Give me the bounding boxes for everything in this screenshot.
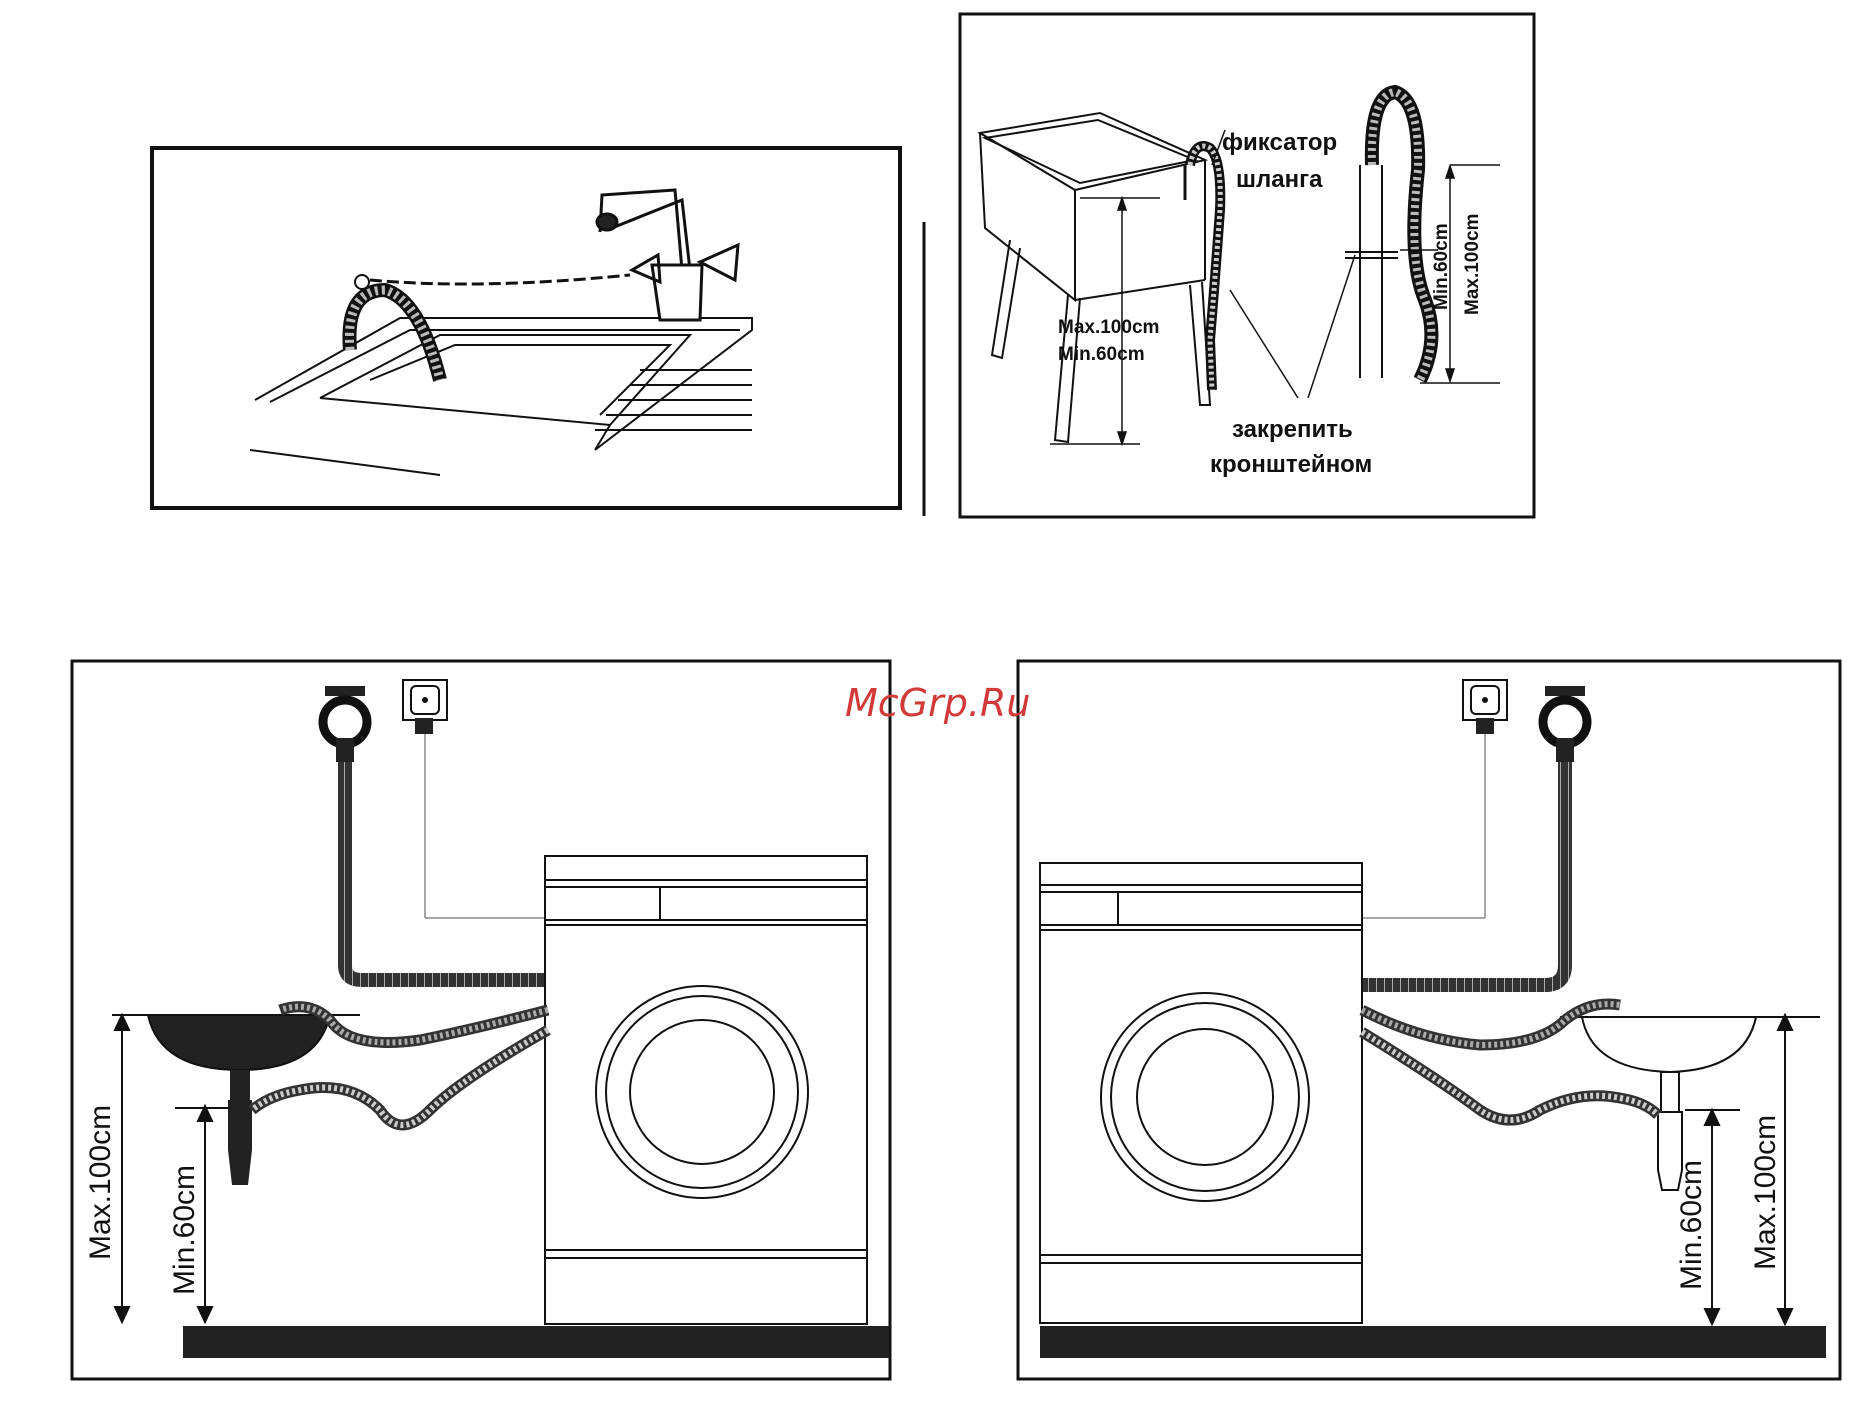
label-bracket-2: кронштейном bbox=[1210, 451, 1372, 478]
sink-bowl bbox=[1560, 1016, 1820, 1191]
panel-frame bbox=[150, 146, 902, 510]
label-max-left: Max.100cm bbox=[1058, 317, 1159, 338]
panel-frame bbox=[70, 659, 892, 1381]
bracket-pointers bbox=[1211, 129, 1356, 399]
washing-machine bbox=[1039, 862, 1363, 1324]
standpipe bbox=[1345, 165, 1398, 378]
washing-machine bbox=[544, 855, 868, 1325]
standpipe-hose bbox=[1364, 84, 1439, 384]
water-tap bbox=[1538, 686, 1592, 762]
watermark: McGrp.Ru bbox=[845, 681, 1030, 725]
sink-counter bbox=[249, 317, 753, 476]
label-max: Max.100cm bbox=[84, 1105, 117, 1260]
inlet-hose bbox=[1362, 762, 1572, 992]
floor bbox=[183, 1326, 889, 1358]
drain-hose bbox=[248, 1001, 551, 1131]
label-min-left: Min.60cm bbox=[1058, 344, 1145, 365]
inlet-hose bbox=[338, 762, 548, 987]
label-hose-clip-2: шланга bbox=[1236, 166, 1323, 193]
panel-sink-hook bbox=[150, 146, 926, 516]
dimension-standpipe bbox=[1400, 163, 1500, 384]
drain-hose-hook bbox=[342, 274, 447, 382]
label-min-right: Min.60cm bbox=[1431, 223, 1452, 310]
sink-bowl bbox=[112, 1014, 360, 1185]
floor bbox=[1040, 1326, 1826, 1358]
faucet bbox=[595, 188, 740, 322]
label-min: Min.60cm bbox=[1675, 1160, 1708, 1290]
label-max: Max.100cm bbox=[1749, 1115, 1782, 1270]
drain-hose bbox=[1359, 998, 1662, 1126]
label-min: Min.60cm bbox=[168, 1165, 201, 1295]
dimension-tub bbox=[1050, 195, 1160, 447]
dimension-lines-right bbox=[1685, 1012, 1794, 1327]
panel-standpipe: фиксатор шланга Max.100cm Min.60cm закре… bbox=[958, 12, 1536, 519]
panel-sink-right: Min.60cm Max.100cm bbox=[1016, 659, 1842, 1381]
panel-frame bbox=[1016, 659, 1842, 1381]
laundry-tub bbox=[977, 111, 1212, 444]
label-bracket: закрепить bbox=[1232, 416, 1353, 443]
plug-chain bbox=[369, 273, 631, 286]
panel-frame bbox=[958, 12, 1536, 519]
dimension-lines-left bbox=[113, 1012, 228, 1325]
label-max-right: Max.100cm bbox=[1462, 214, 1483, 315]
power-socket bbox=[1362, 679, 1508, 919]
label-hose-clip: фиксатор bbox=[1222, 129, 1337, 156]
tub-drain-hose bbox=[1183, 141, 1226, 391]
panel-sink-left: Max.100cm Min.60cm bbox=[70, 659, 892, 1381]
water-tap bbox=[318, 686, 372, 762]
power-socket bbox=[402, 679, 545, 919]
